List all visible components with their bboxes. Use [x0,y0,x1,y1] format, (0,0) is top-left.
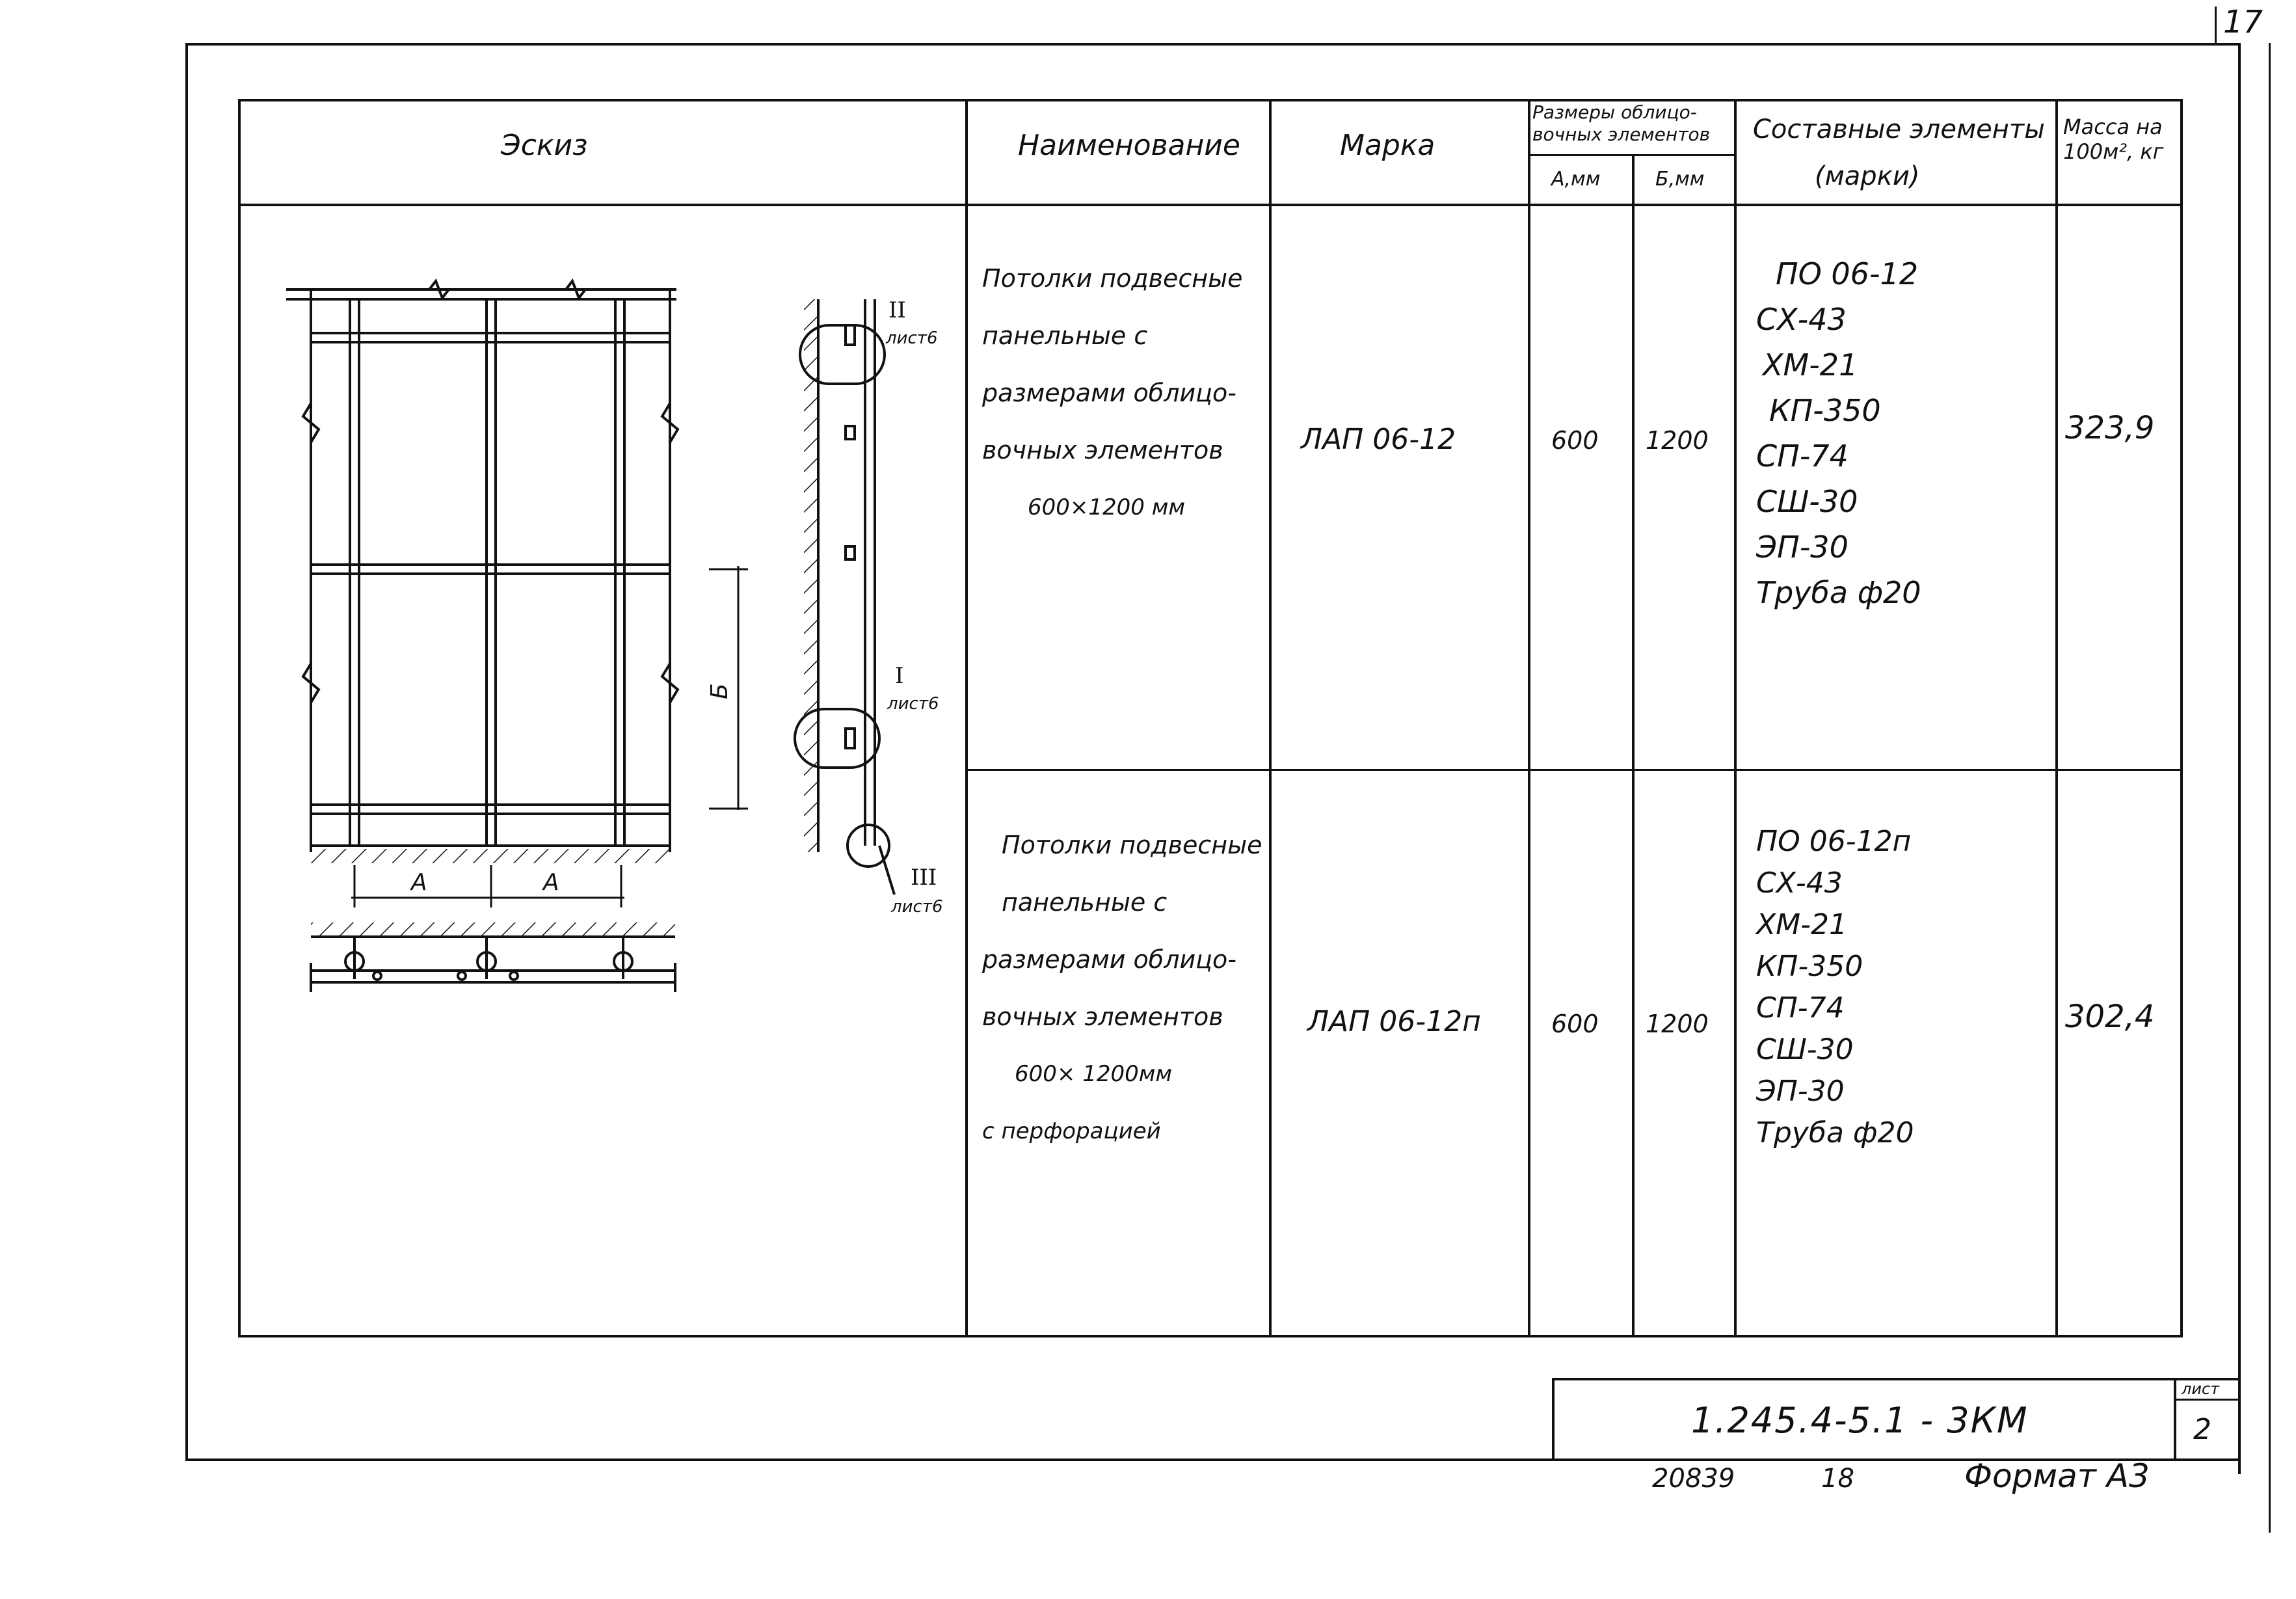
side-elevation [794,299,896,895]
col-line-2 [1269,99,1272,1337]
frame-left [185,43,188,1461]
table-left [238,99,241,1337]
row2-name-line1: Потолки подвесные [1002,831,1262,859]
row1-b: 1200 [1646,426,1709,455]
section-hatch [311,922,675,937]
header-mass: Масса на 100м², кг [2063,114,2164,164]
row2-name: Потолки подвесные панельные с размерами … [982,816,1268,1160]
row2-name-line3: размерами облицо- [982,945,1237,974]
callout-i: I [895,663,903,689]
footer-sub: 18 [1821,1464,1854,1494]
title-block-top [1552,1378,2240,1380]
row2-comp-1: ПО 06-12п [1756,825,1912,858]
title-block-left [1552,1378,1555,1461]
callout-ii-sheet: лист6 [885,329,938,348]
frame-right [2238,43,2241,1474]
col-line-4 [1632,154,1635,1337]
footer-num: 20839 [1652,1464,1735,1494]
row1-comp-6: СШ-30 [1756,484,1858,519]
row1-comp-7: ЭП-30 [1756,530,1849,565]
col-line-5 [1734,99,1737,1337]
header-dims-group: Размеры облицо-вочных элементов [1532,101,1711,145]
row1-mark: ЛАП 06-12 [1301,423,1456,456]
bottom-section [310,935,676,992]
row2-name-line4: вочных элементов [982,1002,1223,1031]
header-components: Составные элементы [1753,114,2045,144]
row1-name-line1: Потолки подвесные [982,264,1243,293]
dim-a-left: А [410,869,427,896]
header-bottom [238,204,2183,206]
plan-hatch [311,849,670,863]
row2-comp-6: СШ-30 [1756,1033,1854,1066]
col-line-1 [965,99,968,1337]
row1-components: ПО 06-12 СХ-43 ХМ-21 КП-350 СП-74 СШ-30 … [1756,251,2042,615]
header-components-sub: (марки) [1815,161,1920,191]
callout-iii: III [911,865,937,891]
table-top [238,99,2183,101]
row2-mass: 302,4 [2065,999,2155,1035]
ceiling-plan [286,278,680,852]
row2-name-line2: панельные с [1002,888,1168,917]
title-block-sheet-no: 2 [2193,1413,2211,1446]
row1-name-line3: размерами облицо- [982,379,1237,407]
row1-name-line5: 600×1200 мм [1028,494,1186,520]
header-sketch: Эскиз [501,129,588,162]
row2-a: 600 [1551,1010,1599,1038]
row1-name-line2: панельные с [982,321,1148,350]
row2-comp-5: СП-74 [1756,991,1845,1025]
row1-a: 600 [1551,426,1599,455]
row2-comp-4: КП-350 [1756,950,1863,983]
title-block-sheet-hline [2174,1399,2240,1401]
row2-comp-2: СХ-43 [1756,867,1843,900]
callout-ii: II [888,297,906,323]
footer-format: Формат А3 [1964,1457,2150,1495]
header-mark: Марка [1340,129,1435,162]
title-block-sheet-divider [2174,1378,2176,1461]
row1-name-line4: вочных элементов [982,436,1223,464]
title-block-code: 1.245.4-5.1 - 3КМ [1691,1400,2029,1441]
col-line-6 [2055,99,2058,1337]
top-corner-line [2215,7,2217,44]
row-divider [967,769,2183,771]
row1-name: Потолки подвесные панельные с размерами … [982,250,1268,536]
row1-comp-4: КП-350 [1769,393,1881,428]
title-block-sheet-label: лист [2182,1380,2220,1398]
plan-dimensions [351,566,748,907]
table-right [2180,99,2183,1337]
row2-comp-7: ЭП-30 [1756,1075,1845,1108]
row2-comp-8: Труба ф20 [1756,1116,1914,1149]
row2-name-line6: с перфорацией [982,1118,1161,1144]
row2-comp-3: ХМ-21 [1756,908,1847,941]
row2-b: 1200 [1646,1010,1709,1038]
row2-mark: ЛАП 06-12п [1307,1005,1481,1038]
row1-comp-2: СХ-43 [1756,302,1847,337]
sheet-number-top: 17 [2223,4,2263,40]
row1-comp-8: Труба ф20 [1756,575,1921,610]
row2-components: ПО 06-12п СХ-43 ХМ-21 КП-350 СП-74 СШ-30… [1756,821,2042,1154]
header-dim-a: А,мм [1551,168,1601,191]
row1-comp-1: ПО 06-12 [1776,256,1919,291]
frame-top [185,43,2241,46]
row1-mass: 323,9 [2065,410,2155,446]
dim-a-right: А [542,869,559,896]
row1-comp-5: СП-74 [1756,438,1849,474]
header-name: Наименование [1018,129,1240,162]
col-line-3 [1528,99,1530,1337]
callout-i-sheet: лист6 [887,694,939,714]
dim-b: Б [706,683,733,699]
frame-outer-right [2269,43,2271,1533]
table-bottom [238,1335,2183,1337]
callout-iii-sheet: лист6 [890,897,943,917]
header-dim-b: Б,мм [1655,168,1705,191]
frame-bottom [185,1458,2241,1461]
row2-name-line5: 600× 1200мм [1015,1061,1173,1087]
row1-comp-3: ХМ-21 [1763,347,1858,383]
